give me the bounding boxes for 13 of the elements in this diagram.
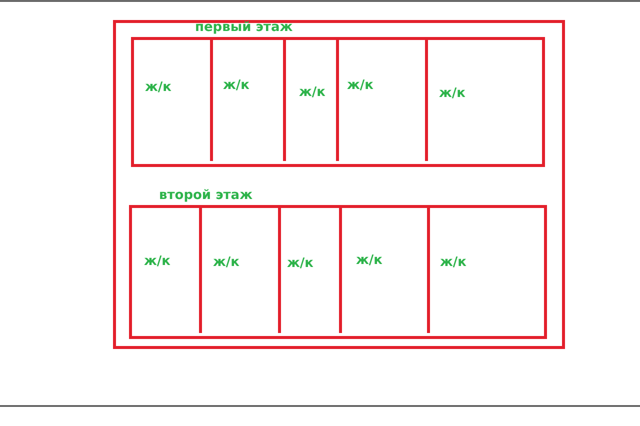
room-label: ж/к [439, 87, 466, 101]
room-label: ж/к [440, 256, 467, 270]
room-label: ж/к [299, 86, 326, 100]
building-outline [113, 20, 565, 349]
room-label: ж/к [144, 255, 171, 269]
room-label: ж/к [223, 79, 250, 93]
floor-heading: первый этаж [195, 21, 293, 35]
room-label: ж/к [287, 257, 314, 271]
room-label: ж/к [347, 79, 374, 93]
room-label: ж/к [356, 254, 383, 268]
room-label: ж/к [213, 256, 240, 270]
room-label: ж/к [145, 81, 172, 95]
floor-heading: второй этаж [159, 189, 253, 203]
